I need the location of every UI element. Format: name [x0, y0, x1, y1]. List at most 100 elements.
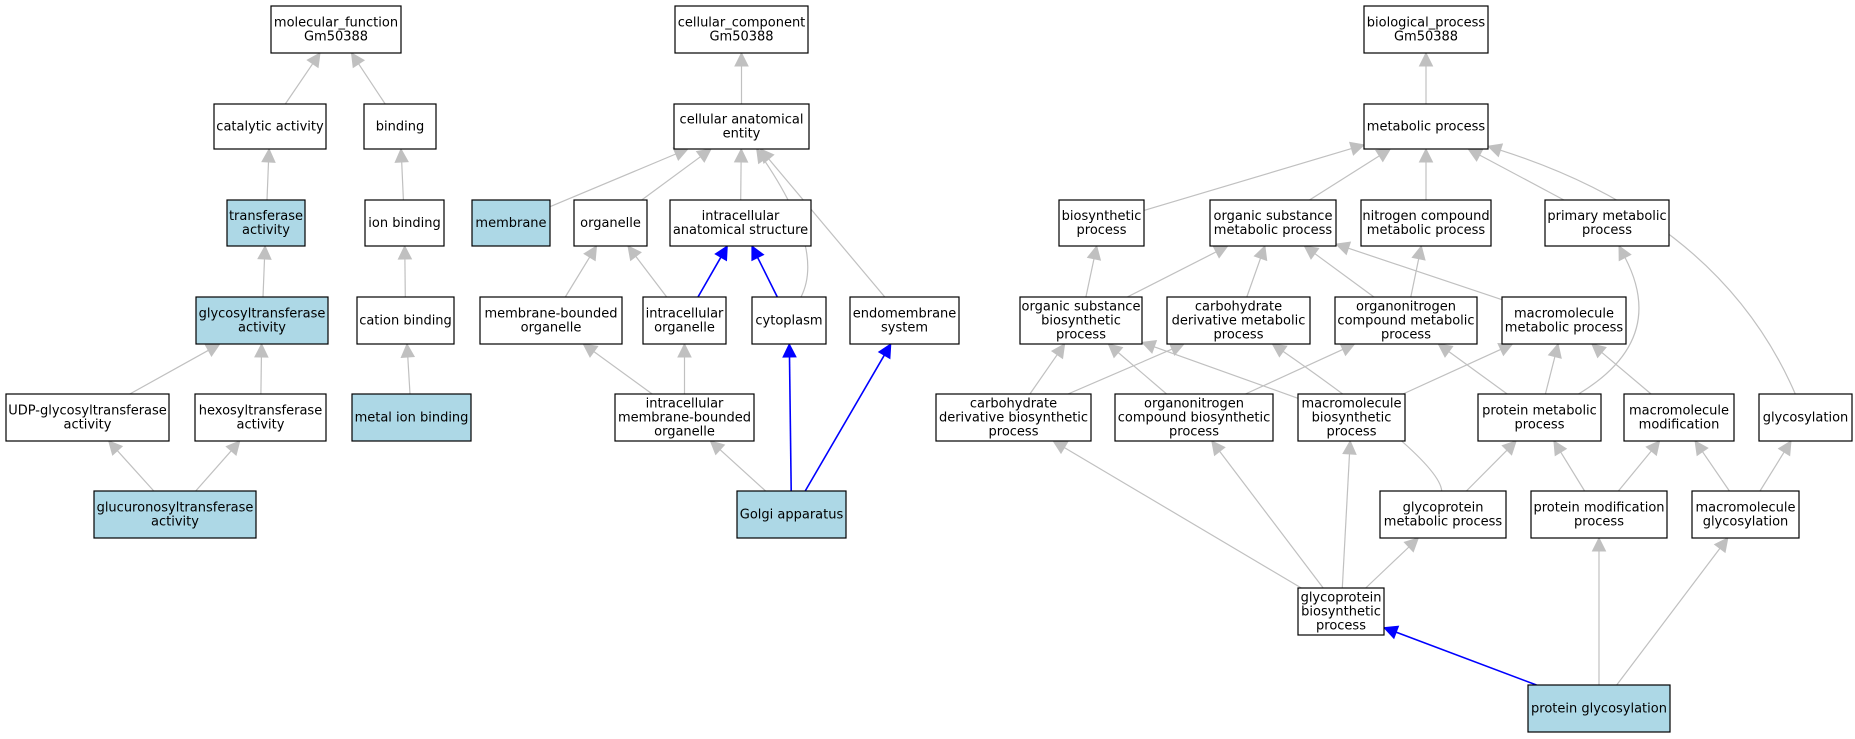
edge-arrowhead-icon: [1694, 440, 1709, 457]
term-box: [1379, 490, 1507, 539]
edge-arrowhead-icon: [733, 147, 749, 163]
edge-oncbp-to-osbp: [1107, 343, 1167, 395]
term-node-catalytic[interactable]: catalytic activity: [213, 103, 327, 150]
edge-arrowhead-icon: [677, 342, 692, 358]
term-label: organic substance: [1022, 300, 1141, 315]
edge-line: [719, 449, 767, 492]
term-label: biosynthetic: [1301, 605, 1381, 620]
term-label: organelle: [654, 321, 715, 336]
edge-arrowhead-icon: [261, 147, 276, 163]
edge-arrowhead-icon: [1303, 245, 1320, 260]
edge-line: [262, 258, 266, 298]
term-node-metabolic[interactable]: metabolic process: [1363, 103, 1489, 150]
edge-arrowhead-icon: [714, 245, 728, 262]
edge-glycosylation-to-metabolic: [1486, 143, 1796, 395]
edge-gpbp-to-gpmp: [1365, 537, 1420, 589]
term-box: [213, 103, 327, 150]
term-node-cation-binding[interactable]: cation binding: [356, 296, 455, 345]
term-node-glycosylation[interactable]: glycosylation: [1758, 393, 1853, 442]
term-node-ion-binding[interactable]: ion binding: [364, 199, 445, 247]
edge-arrowhead-icon: [397, 244, 413, 260]
edge-transferase-to-catalytic: [261, 147, 276, 201]
term-label: process: [1381, 328, 1431, 343]
term-box: [479, 296, 623, 345]
term-node-organelle[interactable]: organelle: [573, 199, 648, 247]
term-label: Gm50388: [1394, 30, 1458, 45]
term-label: compound metabolic: [1337, 314, 1474, 329]
edge-mglyc-to-mmod: [1694, 440, 1730, 492]
term-label: macromolecule: [1301, 397, 1401, 412]
edge-golgi-to-cytoplasm: [782, 342, 797, 492]
edge-line: [1578, 257, 1640, 395]
term-label: cation binding: [359, 314, 452, 329]
term-label: transferase: [229, 209, 303, 224]
edge-line: [1448, 351, 1508, 395]
edge-membrane-to-cae: [549, 147, 689, 208]
term-box: [351, 393, 472, 442]
edge-glucuronosyl-to-udp-glyco: [107, 440, 155, 492]
term-label: biosynthetic: [1312, 411, 1392, 426]
term-node-protglyc[interactable]: protein glycosylation: [1527, 684, 1671, 733]
term-label: process: [1574, 515, 1624, 530]
edge-arrowhead-icon: [1418, 51, 1434, 67]
term-node-binding[interactable]: binding: [363, 103, 437, 150]
edge-line: [1348, 247, 1503, 301]
term-box: [1477, 393, 1602, 442]
edge-cae-to-cc-root: [734, 51, 749, 104]
term-node-cytoplasm[interactable]: cytoplasm: [751, 296, 827, 345]
term-box: [736, 490, 847, 539]
edge-arrowhead-icon: [1497, 342, 1514, 357]
term-node-metal-ion[interactable]: metal ion binding: [351, 393, 472, 442]
edge-arrowhead-icon: [1271, 343, 1288, 358]
term-node-golgi[interactable]: Golgi apparatus: [736, 490, 847, 539]
edge-line: [407, 356, 411, 395]
term-box: [673, 103, 810, 150]
edge-io-to-ias: [697, 245, 728, 298]
edge-line: [1601, 351, 1652, 395]
term-node-membrane[interactable]: membrane: [471, 199, 551, 247]
term-label: organelle: [521, 321, 582, 336]
term-label: intracellular: [646, 307, 724, 322]
edge-arrowhead-icon: [1553, 440, 1568, 457]
term-box: [1166, 296, 1311, 345]
edge-arrowhead-icon: [751, 245, 765, 262]
term-box: [1334, 296, 1478, 345]
term-label: organonitrogen: [1144, 397, 1244, 412]
edge-udp-glyco-to-glycosyltransferase: [129, 343, 221, 395]
edge-arrowhead-icon: [1211, 440, 1226, 457]
edge-line: [1617, 450, 1652, 492]
term-label: glucuronosyltransferase: [97, 501, 254, 516]
